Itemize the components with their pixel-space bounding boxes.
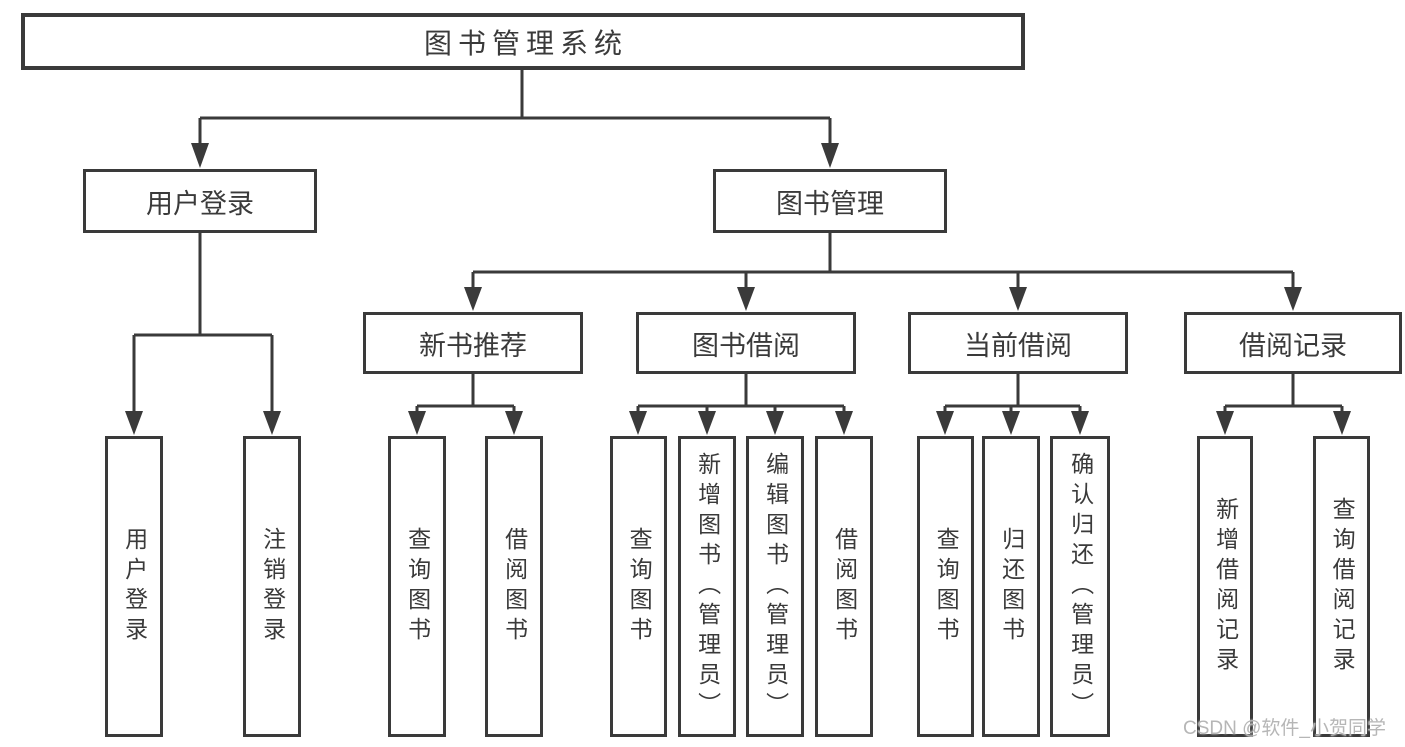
node-root-label: 图书管理系统 xyxy=(423,27,628,59)
node-query-books-recommend-label: 查询图书 xyxy=(404,526,431,647)
node-query-books-recommend: 查询图书 xyxy=(388,436,446,737)
node-book-management: 图书管理 xyxy=(713,169,947,233)
node-query-books-borrow: 查询图书 xyxy=(610,436,667,737)
node-user-login: 用户登录 xyxy=(83,169,317,233)
node-user-login-leaf: 用户登录 xyxy=(105,436,163,737)
node-edit-book-admin-label: 编辑图书（管理员） xyxy=(762,451,789,722)
node-logout: 注销登录 xyxy=(243,436,301,737)
node-return-book-label: 归还图书 xyxy=(998,526,1025,647)
node-borrow-books-leaf: 借阅图书 xyxy=(815,436,873,737)
node-book-borrow: 图书借阅 xyxy=(636,312,856,374)
node-borrow-books-leaf-label: 借阅图书 xyxy=(831,526,858,647)
node-book-borrow-label: 图书借阅 xyxy=(692,330,800,361)
node-new-book-recommend-label: 新书推荐 xyxy=(419,330,527,361)
node-borrow-books-recommend: 借阅图书 xyxy=(485,436,543,737)
node-edit-book-admin: 编辑图书（管理员） xyxy=(746,436,804,737)
node-return-book: 归还图书 xyxy=(982,436,1040,737)
node-query-books-current: 查询图书 xyxy=(917,436,974,737)
node-add-borrow-record-label: 新增借阅记录 xyxy=(1212,496,1239,677)
node-borrow-records-label: 借阅记录 xyxy=(1239,330,1347,361)
node-user-login-leaf-label: 用户登录 xyxy=(121,526,148,647)
node-query-books-borrow-label: 查询图书 xyxy=(626,526,653,647)
node-current-borrow-label: 当前借阅 xyxy=(964,330,1072,361)
node-logout-label: 注销登录 xyxy=(259,526,286,647)
node-borrow-books-recommend-label: 借阅图书 xyxy=(501,526,528,647)
node-add-book-admin-label: 新增图书（管理员） xyxy=(694,451,721,722)
node-borrow-records: 借阅记录 xyxy=(1184,312,1402,374)
watermark: CSDN @软件_小贺同学 xyxy=(1183,718,1386,739)
node-confirm-return-admin: 确认归还（管理员） xyxy=(1050,436,1110,737)
node-new-book-recommend: 新书推荐 xyxy=(363,312,583,374)
node-book-management-label: 图书管理 xyxy=(776,188,884,219)
node-current-borrow: 当前借阅 xyxy=(908,312,1128,374)
node-add-borrow-record: 新增借阅记录 xyxy=(1197,436,1253,737)
node-query-books-current-label: 查询图书 xyxy=(933,526,960,647)
node-confirm-return-admin-label: 确认归还（管理员） xyxy=(1067,451,1094,722)
node-root: 图书管理系统 xyxy=(21,13,1025,70)
node-query-borrow-record: 查询借阅记录 xyxy=(1313,436,1370,737)
node-add-book-admin: 新增图书（管理员） xyxy=(678,436,736,737)
node-user-login-label: 用户登录 xyxy=(146,188,254,219)
node-query-borrow-record-label: 查询借阅记录 xyxy=(1329,496,1356,677)
